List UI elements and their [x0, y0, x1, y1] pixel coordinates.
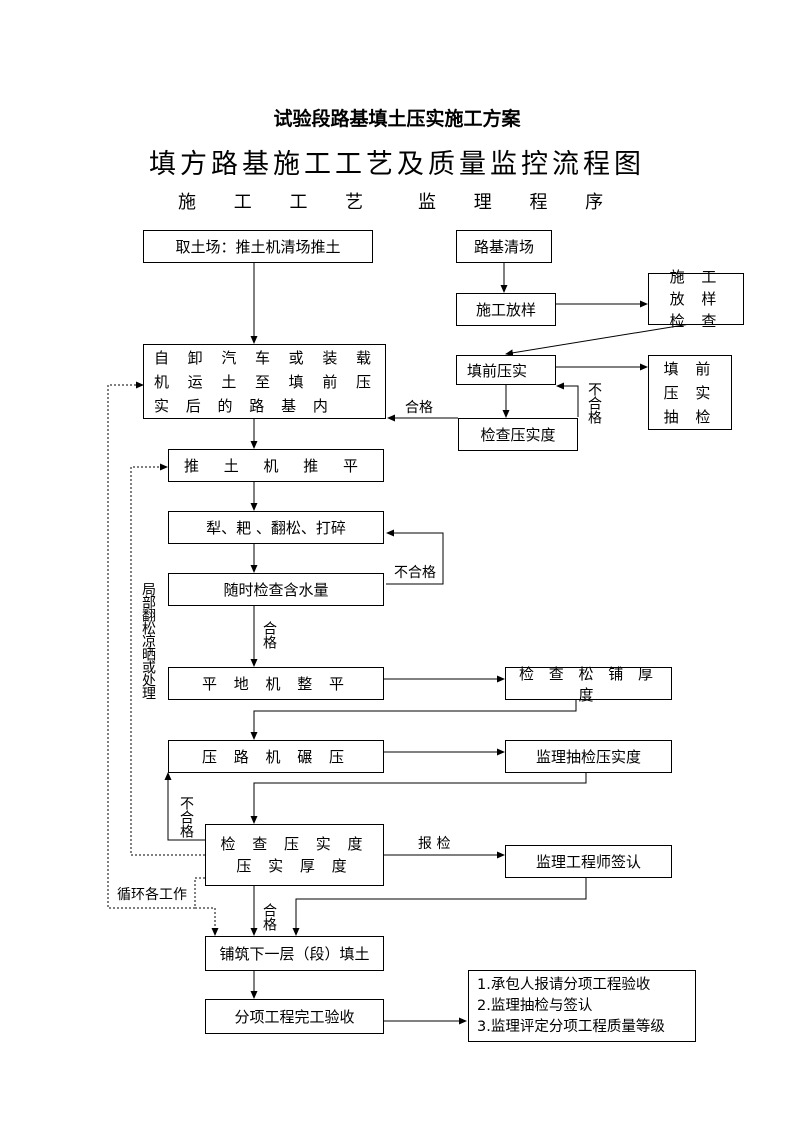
box-acceptance-steps: 1.承包人报请分项工程验收 2.监理抽检与签认 3.监理评定分项工程质量等级 [468, 970, 696, 1042]
box-supervisor-spot-check: 监理抽检压实度 [505, 740, 672, 773]
arrow-songpu-to-nianya [250, 699, 577, 740]
box-engineer-sign-off: 监理工程师签认 [505, 845, 672, 878]
acceptance-step: 1.承包人报请分项工程验收 [477, 976, 651, 993]
label-cycle-work: 循环各工作 [117, 887, 187, 903]
label-fail-moisture: 不合格 [394, 565, 436, 581]
box-next-layer-fill: 铺筑下一层（段）填土 [205, 936, 384, 971]
box-roller-compaction: 压 路 机 碾 压 [168, 740, 384, 773]
dashed-cycle-to-xiayiceng [195, 907, 219, 936]
box-setting-out-check: 施 工 放 样 检 查 [648, 268, 744, 330]
box-check-compaction-thickness: 检 查 压 实 度 压 实 厚 度 [205, 824, 384, 886]
arrow-fail-loop-tianqian [556, 382, 579, 417]
box-borrow-pit-clearing: 取土场：推土机清场推土 [143, 230, 373, 263]
label-local-rework: 局部翻松凉晒或处理 [140, 582, 156, 699]
acceptance-step: 3.监理评定分项工程质量等级 [477, 1018, 665, 1035]
label-pass-thickness: 合格 [261, 903, 277, 931]
label-pass-moisture: 合格 [261, 621, 277, 649]
arrow-fail-loop-moisture [386, 529, 444, 585]
acceptance-step: 2.监理抽检与签认 [477, 997, 593, 1014]
box-check-compaction-degree: 检查压实度 [458, 418, 578, 451]
label-report-inspection: 报 检 [418, 836, 451, 852]
document-title: 试验段路基填土压实施工方案 [273, 108, 521, 130]
box-setting-out: 施工放样 [456, 293, 556, 326]
box-plow-harrow: 犁、耙 、翻松、打碎 [168, 511, 384, 544]
box-check-moisture: 随时检查含水量 [168, 573, 384, 606]
dashed-loop-cycle [107, 381, 205, 909]
arrow-choujian-to-jiancha [250, 771, 587, 824]
dashed-loop-local-rework [130, 463, 205, 856]
box-subitem-acceptance: 分项工程完工验收 [205, 999, 384, 1034]
box-bulldozer-leveling: 推 土 机 推 平 [168, 449, 384, 482]
column-heading-supervision: 监 理 程 序 [418, 192, 620, 213]
arrow-fail-loop-compaction [164, 772, 205, 841]
arrow-qianren-to-xiayiceng [292, 877, 587, 936]
label-fail-compaction: 不合格 [586, 382, 602, 424]
box-grader-leveling: 平 地 机 整 平 [168, 667, 384, 700]
column-heading-construction: 施 工 工 艺 [178, 192, 380, 213]
box-pre-fill-compaction-check: 填 前 压 实 抽 检 [648, 355, 732, 430]
box-subgrade-clearing: 路基清场 [456, 230, 552, 263]
arrow-check-to-tianqian [505, 323, 691, 357]
label-fail-thickness: 不合格 [178, 796, 194, 838]
label-pass-compaction: 合格 [405, 400, 433, 416]
box-pre-fill-compaction: 填前压实 [456, 355, 556, 385]
flowchart-title: 填方路基施工工艺及质量监控流程图 [149, 149, 645, 180]
box-transport-soil: 自 卸 汽 车 或 装 载 机 运 土 至 填 前 压 实 后 的 路 基 内 [143, 344, 386, 419]
box-check-loose-thickness: 检 查 松 铺 厚 度 [505, 665, 672, 704]
